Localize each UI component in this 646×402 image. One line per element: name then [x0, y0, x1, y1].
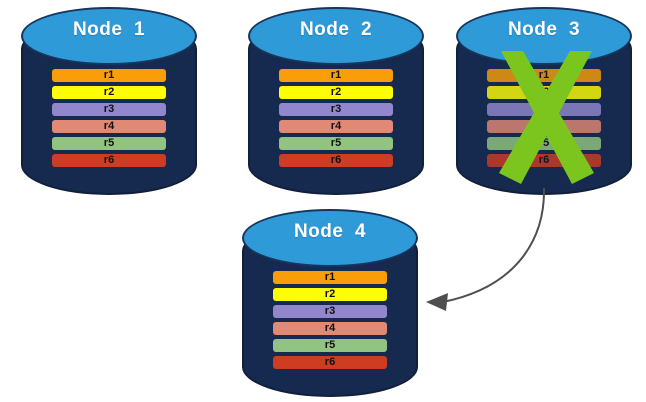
row-r6: r6: [273, 356, 387, 369]
row-r2: r2: [273, 288, 387, 301]
node-title: Node 1: [72, 19, 146, 40]
row-r6: r6: [487, 154, 601, 167]
node-title: Node 4: [293, 221, 367, 242]
cylinder-top-ellipse: [242, 209, 418, 267]
row-r5: r5: [52, 137, 166, 150]
row-r5: r5: [487, 137, 601, 150]
row-r3: r3: [273, 305, 387, 318]
row-r2: r2: [487, 86, 601, 99]
row-r1: r1: [52, 69, 166, 82]
curved-arrow-icon: [426, 187, 546, 311]
node-title: Node 3: [507, 19, 581, 40]
row-r6: r6: [52, 154, 166, 167]
node-cylinder-node4[interactable]: Node 4 r1 r2 r3 r4 r5 r6: [242, 207, 418, 397]
row-list: r1 r2 r3 r4 r5 r6: [273, 271, 387, 369]
row-r5: r5: [273, 339, 387, 352]
row-list: r1 r2 r3 r4 r5 r6: [52, 69, 166, 167]
row-r1: r1: [279, 69, 393, 82]
cylinder-top-ellipse: [248, 7, 424, 65]
row-r2: r2: [52, 86, 166, 99]
row-r1: r1: [487, 69, 601, 82]
row-r4: r4: [273, 322, 387, 335]
row-r6: r6: [279, 154, 393, 167]
row-r3: r3: [52, 103, 166, 116]
row-r4: r4: [487, 120, 601, 133]
row-list: r1 r2 r3 r4 r5 r6: [279, 69, 393, 167]
row-r5: r5: [279, 137, 393, 150]
node-cylinder-node2[interactable]: Node 2 r1 r2 r3 r4 r5 r6: [248, 5, 424, 195]
node-cylinder-node3[interactable]: Node 3 r1 r2 r3 r4 r5 r6: [456, 5, 632, 195]
node-title: Node 2: [299, 19, 373, 40]
row-r3: r3: [487, 103, 601, 116]
row-r3: r3: [279, 103, 393, 116]
row-r4: r4: [279, 120, 393, 133]
row-r1: r1: [273, 271, 387, 284]
row-r2: r2: [279, 86, 393, 99]
row-list: r1 r2 r3 r4 r5 r6: [487, 69, 601, 167]
row-r4: r4: [52, 120, 166, 133]
node-cylinder-node1[interactable]: Node 1 r1 r2 r3 r4 r5 r6: [21, 5, 197, 195]
cylinder-top-ellipse: [21, 7, 197, 65]
